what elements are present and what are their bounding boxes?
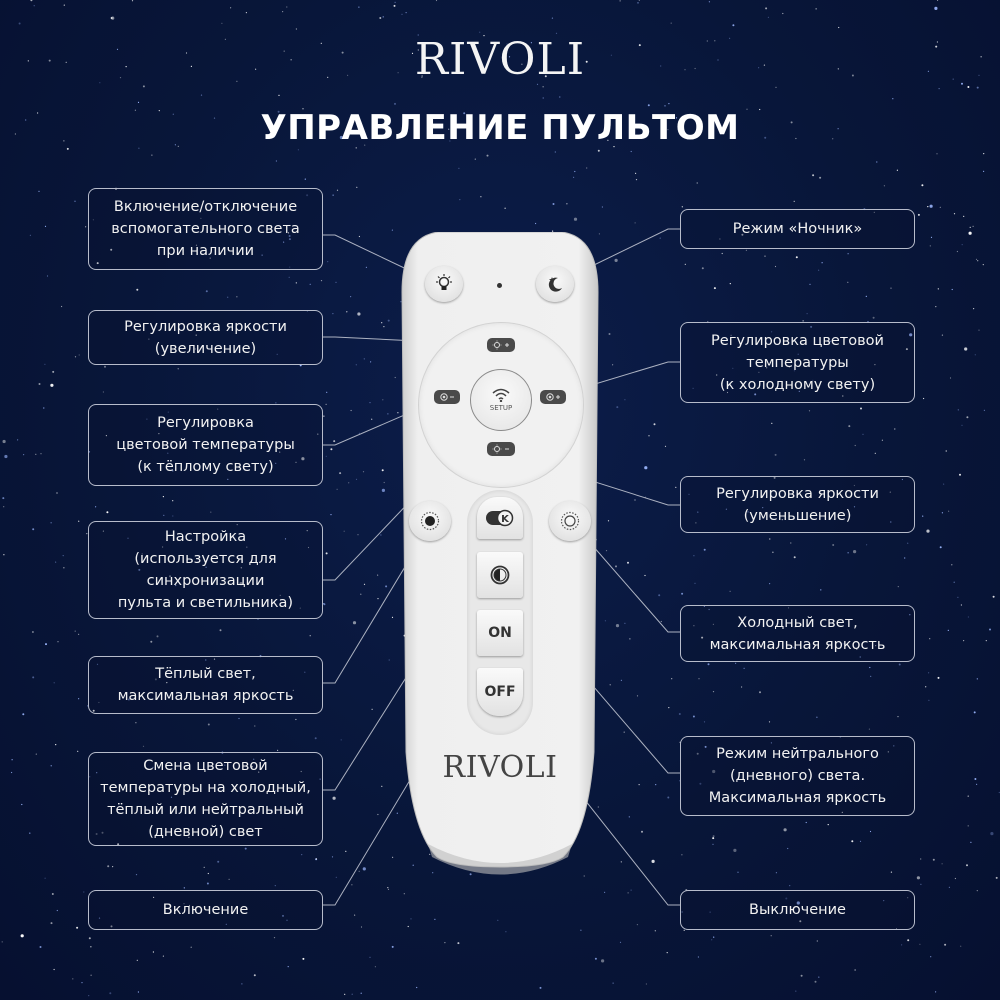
brightness-down-button[interactable]: [487, 442, 515, 456]
setup-button[interactable]: SETUP: [470, 369, 532, 431]
temp-cold-button[interactable]: [540, 390, 566, 404]
label-power-on: Включение: [88, 890, 323, 930]
k-label: K: [501, 514, 510, 525]
brightness-up-button[interactable]: [487, 338, 515, 352]
lightbulb-icon: [436, 274, 452, 290]
label-neutral-max: Режим нейтрального (дневного) света. Мак…: [680, 736, 915, 816]
label-setup: Настройка (используется для синхронизаци…: [88, 521, 323, 619]
moon-star-icon: [548, 277, 562, 292]
label-brightness-down: Регулировка яркости (уменьшение): [680, 476, 915, 533]
wifi-icon: [492, 388, 510, 402]
sun-filled-icon: [420, 511, 440, 531]
temp-plus-icon: [546, 393, 560, 401]
brand-logo: RIVOLI: [414, 34, 586, 85]
aux-light-button[interactable]: [425, 266, 463, 302]
label-cold-max: Холодный свет, максимальная яркость: [680, 605, 915, 662]
label-night-mode: Режим «Ночник»: [680, 209, 915, 249]
page-title: УПРАВЛЕНИЕ ПУЛЬТОМ: [260, 108, 740, 148]
half-circle-icon: [490, 565, 510, 585]
brightness-plus-icon: [492, 340, 509, 350]
label-temp-cold: Регулировка цветовой температуры (к холо…: [680, 322, 915, 403]
on-label: ON: [488, 625, 512, 641]
temp-minus-icon: [440, 393, 454, 401]
label-warm-max: Тёплый свет, максимальная яркость: [88, 656, 323, 714]
on-button[interactable]: ON: [477, 610, 523, 656]
sun-outline-icon: [560, 511, 580, 531]
label-temp-warm: Регулировка цветовой температуры (к тёпл…: [88, 404, 323, 486]
remote-brand-logo: RIVOLI: [442, 750, 558, 785]
label-aux-light: Включение/отключение вспомогательного св…: [88, 188, 323, 270]
warm-max-button[interactable]: [409, 501, 451, 541]
brightness-minus-icon: [492, 444, 509, 454]
cold-max-button[interactable]: [549, 501, 591, 541]
off-label: OFF: [484, 684, 516, 700]
night-mode-button[interactable]: [536, 266, 574, 302]
ir-led-dot: [497, 283, 502, 288]
label-temp-cycle: Смена цветовой температуры на холодный, …: [88, 752, 323, 846]
off-button[interactable]: OFF: [477, 668, 523, 716]
setup-label: SETUP: [489, 404, 513, 412]
k-toggle-icon: K: [486, 509, 514, 527]
label-power-off: Выключение: [680, 890, 915, 930]
temp-cycle-button[interactable]: K: [477, 497, 523, 539]
neutral-max-button[interactable]: [477, 552, 523, 598]
temp-warm-button[interactable]: [434, 390, 460, 404]
label-brightness-up: Регулировка яркости (увеличение): [88, 310, 323, 365]
